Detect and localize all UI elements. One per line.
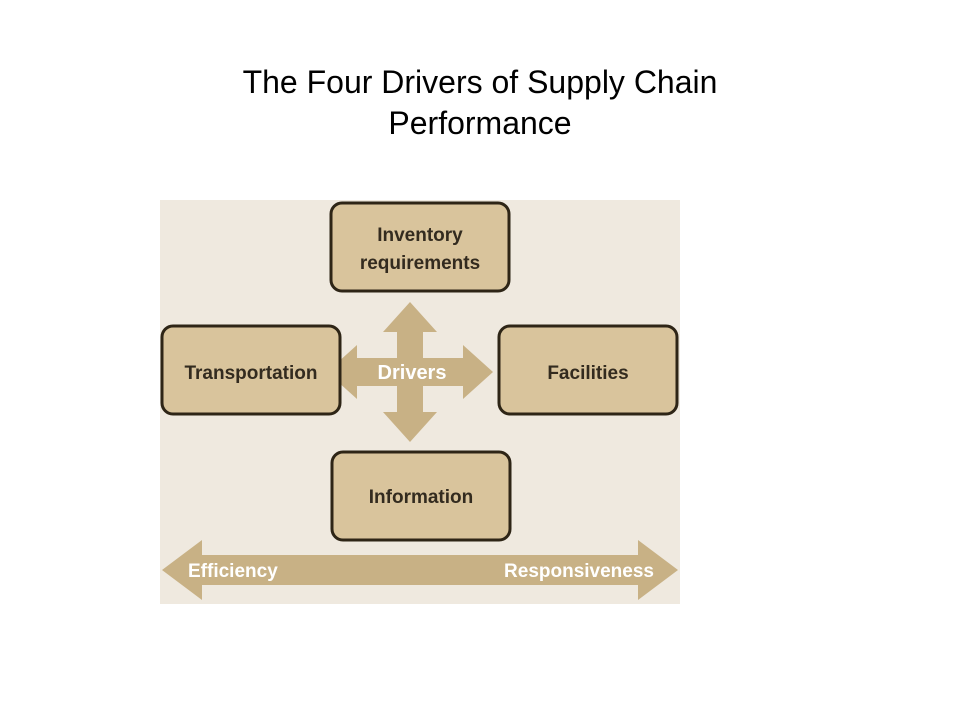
supply-chain-drivers-diagram: Drivers Inventory requirements Transport… [160, 200, 680, 604]
inventory-requirements-label-line-1: Inventory [377, 225, 463, 246]
efficiency-label: Efficiency [188, 561, 278, 582]
inventory-requirements-box: Inventory requirements [329, 201, 511, 293]
information-label: Information [369, 487, 474, 508]
transportation-box: Transportation [160, 324, 342, 416]
information-box: Information [330, 450, 512, 542]
inventory-requirements-label-line-2: requirements [360, 253, 480, 274]
slide-title-line-2: Performance [388, 105, 572, 141]
slide-title: The Four Drivers of Supply Chain Perform… [180, 62, 780, 144]
responsiveness-label: Responsiveness [504, 561, 654, 582]
drivers-cross-arrow: Drivers [327, 302, 493, 442]
efficiency-responsiveness-arrow: Efficiency Responsiveness [162, 540, 678, 600]
slide-title-line-1: The Four Drivers of Supply Chain [242, 64, 718, 100]
drivers-label: Drivers [378, 362, 447, 384]
facilities-box: Facilities [497, 324, 679, 416]
facilities-label: Facilities [547, 363, 628, 384]
transportation-label: Transportation [184, 363, 317, 384]
